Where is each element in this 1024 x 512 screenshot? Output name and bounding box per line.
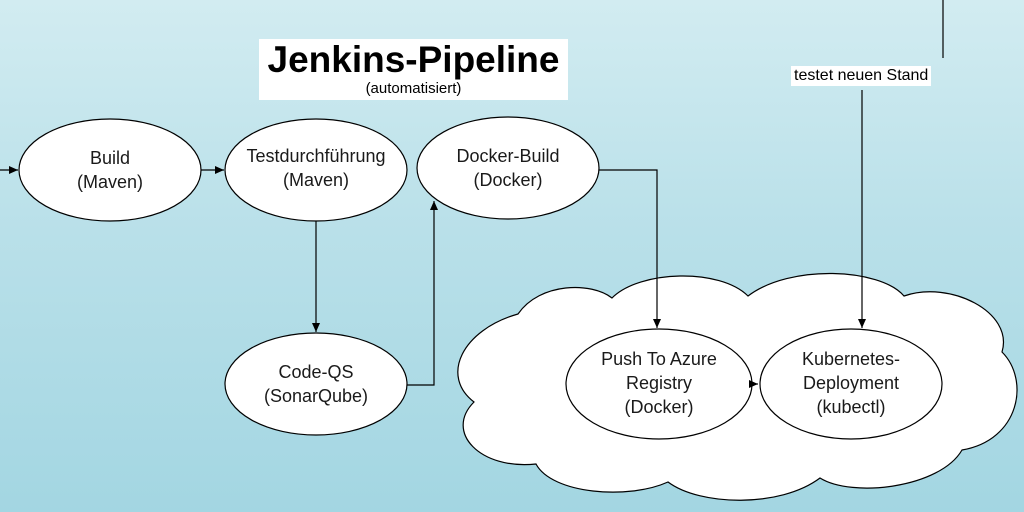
push-node-tool: (Docker) <box>624 397 694 417</box>
build-node: Build (Maven) <box>19 119 201 221</box>
code-qs-node: Code-QS (SonarQube) <box>225 333 407 435</box>
diagram-subtitle: (automatisiert) <box>365 80 462 97</box>
push-node-title: Push To Azure <box>601 349 717 369</box>
build-node-title: Build <box>89 148 131 168</box>
test-node-tool: (Maven) <box>282 170 349 190</box>
push-node: Push To Azure Registry (Docker) <box>566 328 752 438</box>
build-node-tool: (Maven) <box>76 172 143 192</box>
code-qs-node-shape <box>224 332 408 436</box>
docker-build-node-shape <box>416 116 600 220</box>
title-box: Jenkins-Pipeline (automatisiert) <box>259 39 568 100</box>
test-node: Testdurchführung (Maven) <box>225 117 407 219</box>
k8s-node-tool: (kubectl) <box>816 397 886 417</box>
k8s-node-shape <box>759 328 943 440</box>
docker-build-node: Docker-Build (Docker) <box>417 117 599 219</box>
code-qs-node-tool: (SonarQube) <box>263 386 369 406</box>
k8s-node: Kubernetes- Deployment (kubectl) <box>760 328 942 438</box>
k8s-node-title: Kubernetes- <box>801 349 901 369</box>
diagram-title: Jenkins-Pipeline <box>267 39 560 80</box>
code-qs-node-title: Code-QS <box>278 362 354 382</box>
edge-label: testet neuen Stand <box>791 66 932 86</box>
docker-build-node-tool: (Docker) <box>473 170 543 190</box>
docker-to-push-arrow <box>599 169 661 328</box>
test-node-title: Testdurchführung <box>246 146 386 166</box>
push-node-title-2: Registry <box>625 373 692 393</box>
codeqs-to-docker-arrow <box>407 201 438 386</box>
k8s-node-title-2: Deployment <box>802 373 900 393</box>
docker-build-node-title: Docker-Build <box>456 146 560 166</box>
